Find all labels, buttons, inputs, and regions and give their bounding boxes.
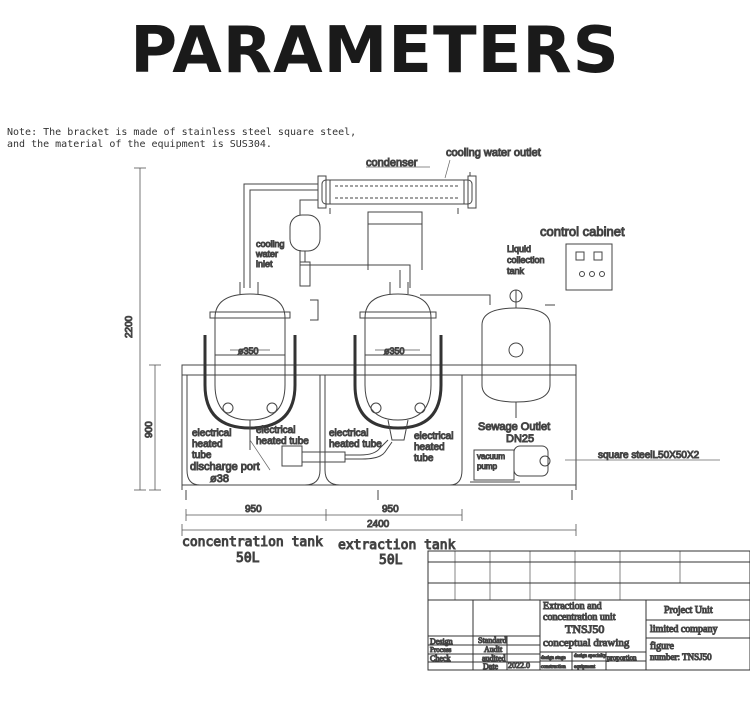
concentration-tank-label: concentration tank (182, 535, 323, 550)
tb-project-unit: Project Unit (664, 605, 713, 616)
sewage-outlet-label: Sewage Outlet (478, 421, 550, 433)
liquid-tank-label-2: collection (507, 255, 545, 265)
tb-company: limited company (650, 624, 718, 635)
liquid-tank-label-1: Liquid (507, 244, 531, 254)
tb-audited: audited (482, 654, 506, 663)
elec-a-label-3: tube (192, 450, 212, 461)
tb-check: Check (430, 654, 450, 663)
receiver-vessel (289, 214, 321, 321)
extraction-volume-label: 50L (379, 553, 403, 568)
tb-design: Design (430, 637, 453, 646)
title-block (427, 550, 750, 671)
elec-d-label-2: heated (414, 442, 445, 453)
tb-standard: Standard (478, 636, 506, 645)
tb-product-line-2: concentration unit (543, 612, 616, 623)
square-steel-label: square steelL50X50X2 (598, 450, 700, 461)
note-line-2: and the material of the equipment is SUS… (7, 139, 272, 150)
condenser (317, 172, 477, 270)
elec-c-label-2: heated tube (329, 439, 382, 450)
elec-d-label-1: electrical (414, 431, 453, 442)
dimension-lines (134, 167, 577, 536)
tb-construction: construction (541, 665, 566, 670)
control-cabinet (565, 243, 613, 291)
discharge-port-label: discharge port (190, 461, 260, 473)
vacuum-pump (470, 445, 551, 483)
elec-c-label-1: electrical (329, 428, 368, 439)
control-cabinet-label: control cabinet (540, 224, 625, 239)
tb-design-stage: design stage (541, 656, 566, 661)
tb-date-value: 2022.0 (508, 661, 530, 670)
height-900-label: 900 (144, 421, 155, 438)
vapor-piping (243, 183, 491, 305)
elec-a-label-2: heated (192, 439, 223, 450)
tb-process: Process (430, 646, 452, 654)
condenser-label: condenser (366, 157, 418, 169)
concentration-volume-label: 50L (236, 551, 260, 566)
tb-design-specialty: design specialty (574, 654, 607, 659)
cooling-water-outlet-label: cooling water outlet (446, 147, 541, 159)
tb-product-line-1: Extraction and (543, 601, 602, 612)
liquid-collection-tank (481, 289, 555, 418)
vacuum-pump-label-1: vacuum (477, 452, 505, 461)
elec-d-label-3: tube (414, 453, 434, 464)
left-diameter-label: ø350 (238, 346, 259, 356)
height-2200-label: 2200 (124, 315, 135, 338)
liquid-tank-label-3: tank (507, 266, 525, 276)
note-line-1: Note: The bracket is made of stainless s… (7, 127, 357, 138)
support-frame (181, 364, 577, 500)
width-2400-label: 2400 (367, 519, 390, 530)
vacuum-pump-label-2: pump (477, 462, 498, 471)
tb-proportion: proportion (607, 654, 637, 662)
leader-lines (249, 159, 720, 471)
cooling-water-inlet-label-3: inlet (256, 259, 273, 269)
page-title: PARAMETERS (130, 14, 620, 88)
sewage-size-label: DN25 (506, 433, 534, 445)
elec-a-label-1: electrical (192, 428, 231, 439)
tb-drawing-type: conceptual drawing (543, 637, 630, 649)
width-950-right-label: 950 (382, 504, 399, 515)
discharge-size-label: ø38 (210, 473, 229, 485)
tb-date-label: Date (483, 662, 499, 671)
tb-figure-number: number: TNSJ50 (650, 652, 712, 662)
drawing-note: Note: The bracket is made of stainless s… (7, 127, 356, 151)
tb-model: TNSJ50 (565, 622, 604, 636)
extraction-tank-label: extraction tank (338, 538, 456, 553)
extraction-tank-drawing (353, 282, 443, 441)
tb-audit: Audit (484, 645, 503, 654)
tb-equipment: equipment (574, 665, 596, 670)
discharge-piping (281, 439, 393, 467)
cooling-water-inlet-label-2: water (255, 249, 278, 259)
elec-b-label-2: heated tube (256, 436, 309, 447)
concentration-tank-drawing (203, 282, 297, 450)
right-diameter-label: ø350 (384, 346, 405, 356)
width-950-left-label: 950 (245, 504, 262, 515)
elec-b-label-1: electrical (256, 425, 295, 436)
cooling-water-inlet-label-1: cooling (256, 239, 285, 249)
tb-figure-label: figure (650, 641, 674, 652)
